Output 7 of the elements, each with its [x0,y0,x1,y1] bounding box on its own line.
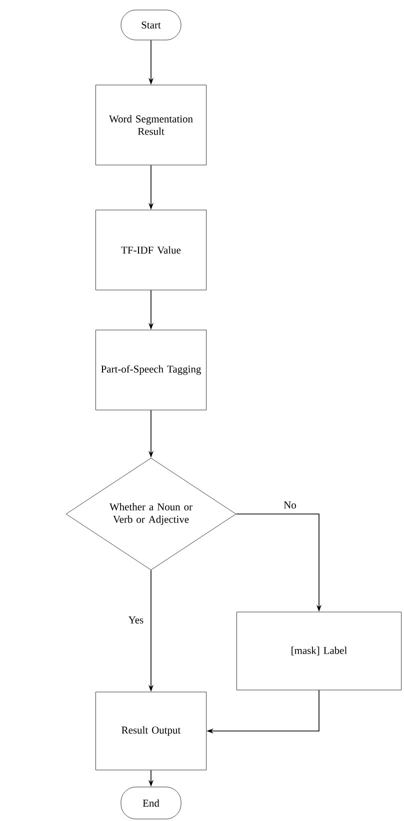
process-box: Part-of-Speech Tagging [95,330,207,410]
edge-label: Yes [127,616,145,624]
process-box: Result Output [95,692,207,770]
edge-label: No [282,500,298,510]
process-box: [mask] Label [236,612,402,690]
process-box: Word Segmentation Result [95,84,207,166]
process-box: TF-IDF Value [95,210,207,290]
